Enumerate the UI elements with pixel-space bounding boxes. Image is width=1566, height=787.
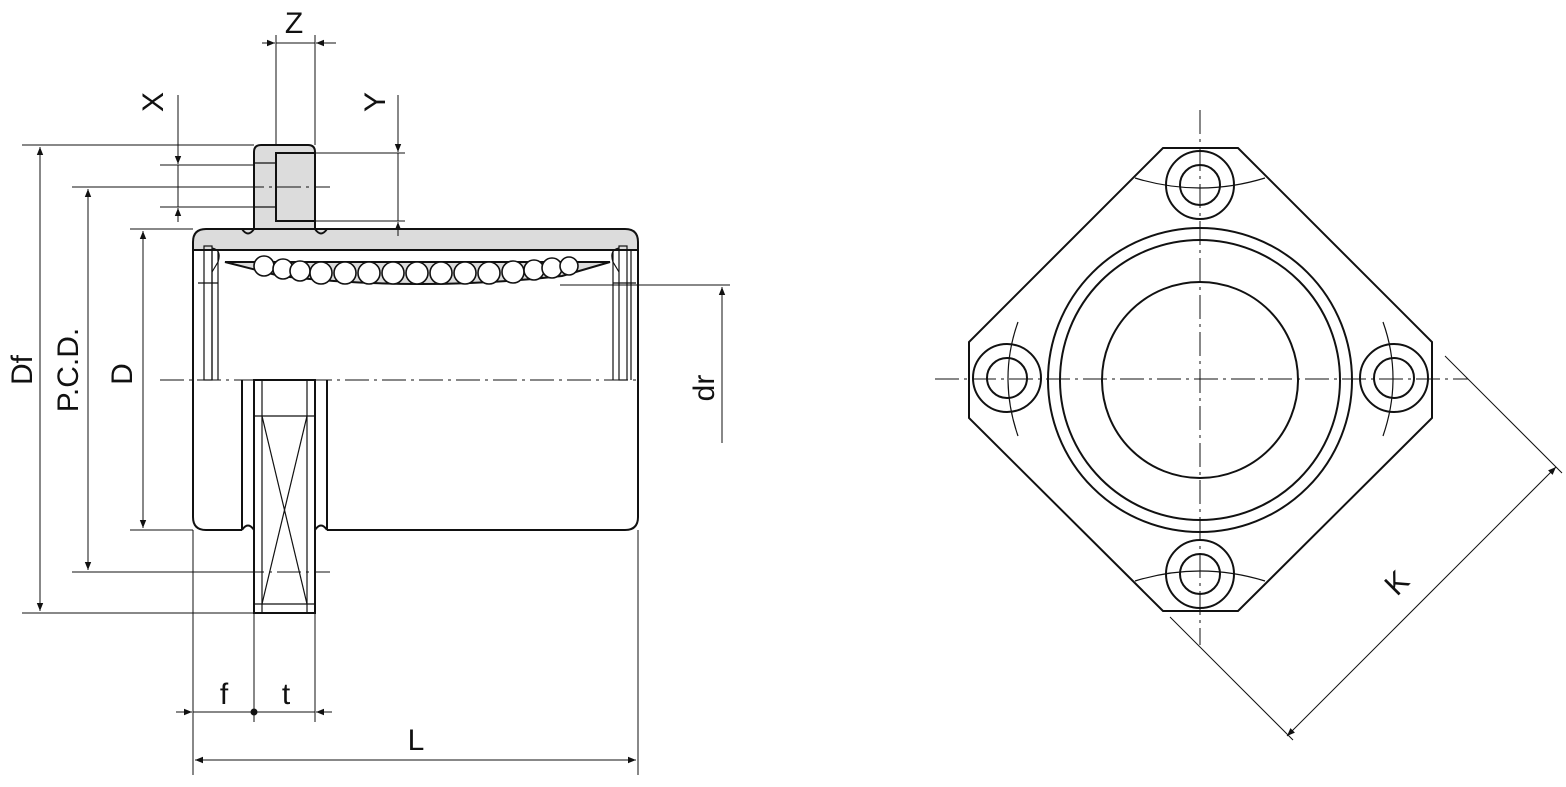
seal-lip — [611, 247, 620, 273]
ball — [405, 261, 429, 285]
side-view: Z X Y Df P.C.D. D dr f t L — [6, 7, 730, 775]
ball — [523, 259, 545, 281]
ball — [453, 261, 477, 285]
counterbore-circle — [1359, 343, 1429, 413]
ext-line-k-bottom — [1169, 616, 1294, 741]
bolt-hole-left — [972, 343, 1042, 413]
label-y: Y — [359, 92, 392, 112]
hole-circle — [986, 357, 1028, 399]
bolt-hole-right — [1359, 343, 1429, 413]
label-z: Z — [285, 7, 303, 40]
flange-square-outline — [968, 147, 1433, 612]
ball — [357, 261, 381, 285]
label-pcd: P.C.D. — [52, 328, 85, 412]
ball-row — [253, 255, 579, 285]
label-k: K — [1379, 565, 1416, 602]
groove-left-top — [241, 228, 255, 235]
flange-lower-body — [253, 379, 316, 614]
label-d: D — [106, 363, 139, 385]
label-f: f — [220, 678, 229, 711]
dim-k — [1286, 466, 1557, 737]
end-seal-left — [198, 245, 220, 381]
outer-sleeve-section — [192, 228, 639, 251]
flange-lower-view — [253, 379, 316, 614]
label-l: L — [408, 724, 425, 757]
sleeve-bottom-left — [192, 516, 242, 531]
ball — [253, 255, 275, 277]
ball — [289, 260, 311, 282]
ball — [541, 257, 563, 279]
groove-left-bottom — [241, 524, 255, 531]
pcd-arc-left — [1007, 321, 1019, 437]
dim-ft-junction-dot — [250, 708, 258, 716]
seal-lip — [211, 247, 220, 273]
label-x: X — [137, 92, 170, 112]
seal-ring — [618, 245, 628, 381]
counterbore-circle — [972, 343, 1042, 413]
groove-right-top — [314, 228, 328, 235]
ball — [381, 261, 405, 285]
label-t: t — [282, 678, 291, 711]
sleeve-bottom-right — [327, 516, 639, 531]
end-seal-right — [611, 245, 636, 381]
front-view: K — [935, 110, 1563, 741]
label-dr: dr — [688, 375, 721, 402]
ball — [501, 260, 525, 284]
seal-ring — [203, 245, 213, 381]
ext-line-k-top — [1444, 355, 1563, 474]
ball — [309, 261, 333, 285]
hole-circle — [1373, 357, 1415, 399]
groove-right-bottom — [314, 524, 328, 531]
ball — [429, 261, 453, 285]
ball — [333, 261, 357, 285]
ball — [559, 256, 579, 276]
label-df: Df — [6, 354, 39, 385]
flat-cross-line — [261, 415, 308, 605]
ball — [477, 261, 501, 285]
